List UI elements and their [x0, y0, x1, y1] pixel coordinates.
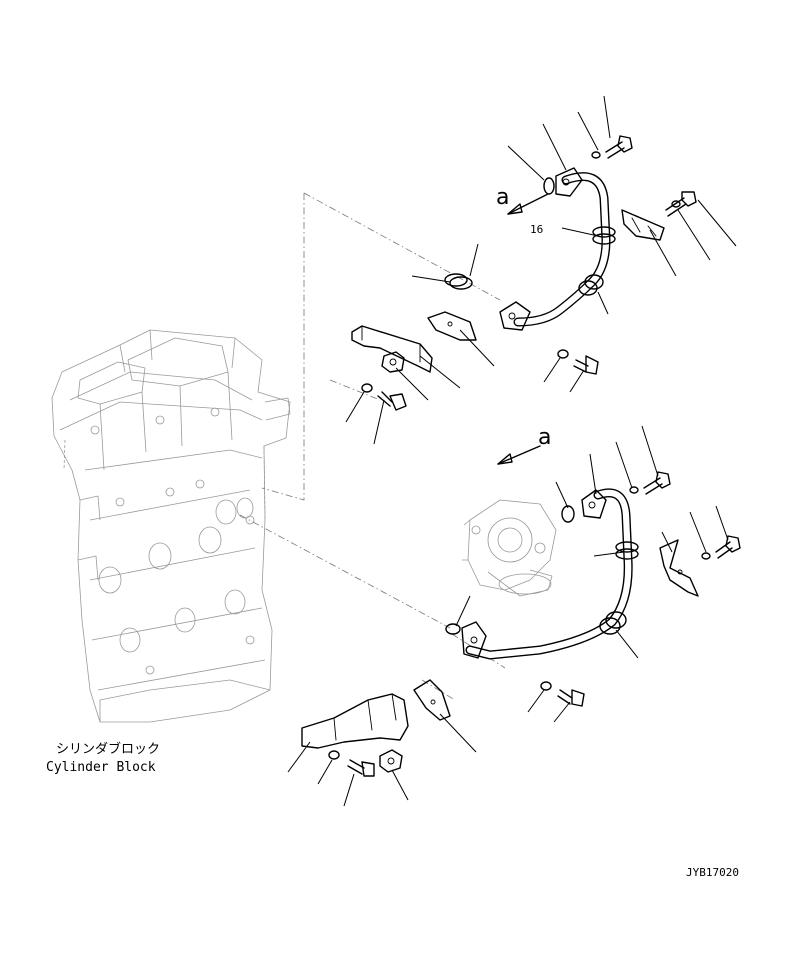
lower-assembly [301, 445, 741, 777]
upper-assembly [351, 135, 697, 411]
cylinder-block [51, 329, 291, 723]
drawing-code: JYB17020 [686, 866, 739, 879]
view-a-label-top: a [496, 185, 509, 210]
view-a-label-bottom: a [538, 425, 551, 450]
alignment-guide-lines [239, 192, 506, 701]
cylinder-block-label-jp: シリンダブロック [56, 741, 160, 757]
part-number-label: 16 [530, 223, 543, 236]
cylinder-block-label-en: Cylinder Block [46, 760, 156, 775]
leader-lines [287, 95, 737, 807]
